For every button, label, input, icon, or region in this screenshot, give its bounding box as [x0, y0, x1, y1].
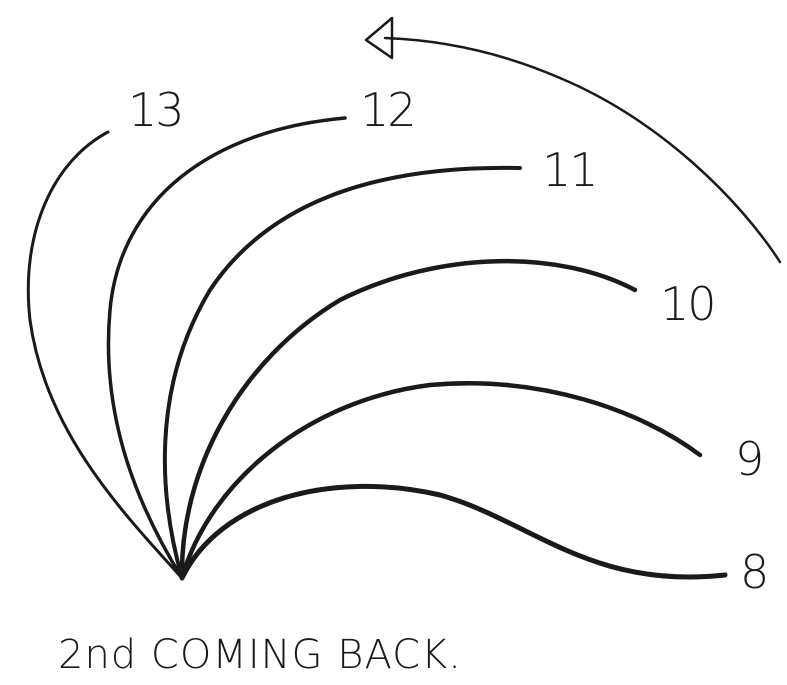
- label-frame-12: 12: [360, 83, 415, 137]
- label-frame-11: 11: [542, 143, 597, 197]
- label-frame-10: 10: [660, 277, 715, 331]
- arc-11: [165, 168, 520, 578]
- arc-10: [182, 261, 635, 578]
- label-frame-9: 9: [735, 432, 762, 486]
- arc-8: [182, 486, 725, 578]
- label-frame-13: 13: [128, 83, 183, 137]
- label-frame-8: 8: [740, 545, 767, 599]
- caption: 2nd COMING BACK.: [58, 632, 462, 678]
- arc-9: [182, 383, 700, 578]
- arc-12: [108, 118, 345, 578]
